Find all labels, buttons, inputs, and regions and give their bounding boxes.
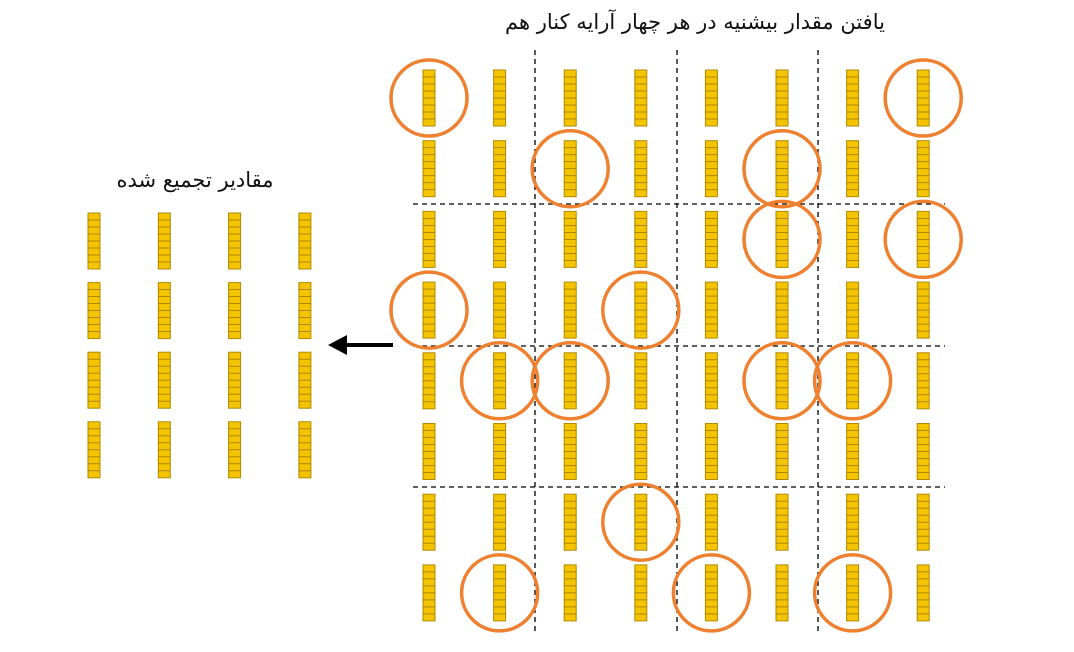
max-highlight-circle-r2c5 — [742, 199, 822, 280]
max-highlight-circle-r4c6 — [812, 341, 893, 421]
pooling-title: یافتن مقدار بیشنیه در هر چهار آرایه کنار… — [505, 10, 885, 34]
aggregated-title: مقادیر تجمیع شده — [116, 168, 274, 192]
arrow-head — [328, 335, 347, 355]
max-highlight-circle-r3c0 — [389, 270, 469, 350]
max-highlight-circle-r4c1 — [459, 341, 540, 421]
max-highlight-circle-r7c4 — [671, 553, 752, 633]
max-highlight-circle-r7c1 — [459, 553, 540, 633]
max-highlight-circle-r4c2 — [530, 341, 610, 421]
max-highlight-circle-r1c5 — [742, 128, 822, 209]
max-highlight-circle-r0c7 — [883, 58, 963, 138]
max-highlight-circle-r1c2 — [530, 128, 610, 209]
max-highlight-circle-r3c3 — [601, 270, 681, 350]
max-highlight-circle-r6c3 — [601, 482, 681, 562]
max-highlight-circle-r4c5 — [742, 341, 822, 421]
max-highlight-circle-r7c6 — [812, 553, 893, 633]
max-highlight-circle-r2c7 — [883, 199, 963, 280]
max-highlight-circle-r0c0 — [389, 58, 469, 138]
